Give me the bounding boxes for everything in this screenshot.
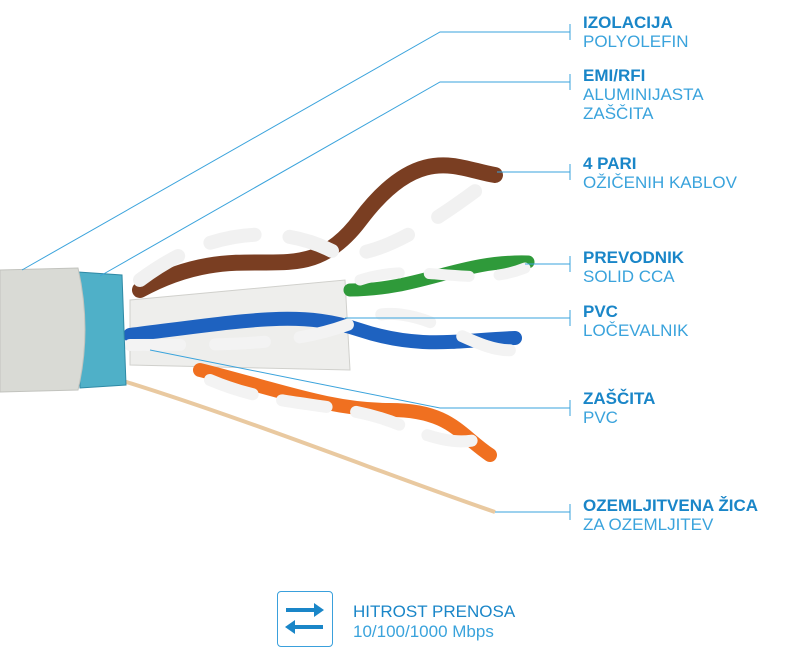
- label-subtitle: POLYOLEFIN: [583, 32, 689, 51]
- label-subtitle: LOČEVALNIK: [583, 321, 689, 340]
- label-subtitle: OŽIČENIH KABLOV: [583, 173, 737, 192]
- label-title: PREVODNIK: [583, 248, 685, 267]
- label-insulation: IZOLACIJA POLYOLEFIN: [583, 13, 689, 51]
- label-title: 4 PARI: [583, 154, 637, 173]
- cable-jacket: [0, 267, 86, 393]
- label-title: IZOLACIJA: [583, 13, 673, 32]
- label-title: PVC: [583, 302, 618, 321]
- label-title: EMI/RFI: [583, 66, 646, 85]
- blue-pair: [123, 308, 522, 357]
- label-ground-wire: OZEMLJITVENA ŽICA ZA OZEMLJITEV: [583, 496, 758, 534]
- label-4-pairs: 4 PARI OŽIČENIH KABLOV: [583, 154, 737, 192]
- label-title: ZAŠČITA: [583, 389, 656, 408]
- transfer-arrows-icon: [277, 591, 333, 647]
- label-title: OZEMLJITVENA ŽICA: [583, 496, 759, 515]
- label-subtitle: ZAŠČITA: [583, 104, 654, 123]
- label-subtitle: ZA OZEMLJITEV: [583, 515, 714, 534]
- speed-value: 10/100/1000 Mbps: [353, 622, 494, 641]
- orange-pair: [193, 363, 501, 462]
- label-conductor: PREVODNIK SOLID CCA: [583, 248, 684, 286]
- label-pvc-separator: PVC LOČEVALNIK: [583, 302, 689, 340]
- label-subtitle: ALUMINIJASTA: [583, 85, 704, 104]
- leader-lines: [21, 24, 571, 520]
- speed-title: HITROST PRENOSA: [353, 602, 516, 621]
- ground-wire: [119, 378, 496, 514]
- brown-pair: [132, 157, 503, 298]
- label-pvc-protection: ZAŠČITA PVC: [583, 389, 655, 427]
- label-emi-rfi: EMI/RFI ALUMINIJASTA ZAŠČITA: [583, 66, 704, 123]
- label-subtitle: SOLID CCA: [583, 267, 675, 286]
- transfer-speed: HITROST PRENOSA 10/100/1000 Mbps: [353, 602, 515, 642]
- label-subtitle: PVC: [583, 408, 618, 427]
- green-pair: [343, 255, 535, 297]
